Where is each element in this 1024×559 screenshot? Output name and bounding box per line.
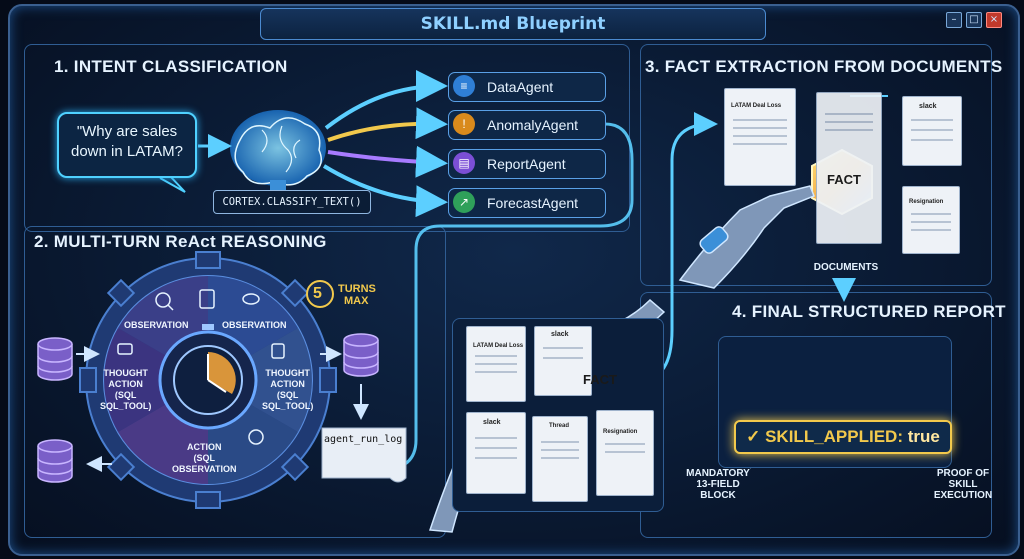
agent-label: DataAgent — [487, 79, 554, 95]
agent-run-log-label: agent_run_log — [324, 434, 403, 445]
minimize-button[interactable]: – — [946, 12, 962, 28]
react-panel — [24, 226, 446, 538]
documents-label: DOCUMENTS — [813, 262, 879, 273]
fact-label-bottom: FACT — [583, 372, 617, 387]
fact-title: 3. FACT EXTRACTION FROM DOCUMENTS — [645, 57, 1003, 76]
agent-label: ReportAgent — [487, 156, 566, 172]
doc-resignation-small: Resignation — [596, 410, 654, 496]
gear-bottom-label: ACTION(SQL OBSERVATION — [172, 442, 237, 474]
turns-number: 5 — [313, 285, 322, 302]
doc-slack: slack — [902, 96, 962, 166]
warning-icon: ! — [453, 113, 475, 135]
robot-arm-icon — [678, 185, 815, 289]
turns-badge — [306, 280, 334, 308]
note-icon — [271, 343, 285, 359]
database-icon — [37, 337, 73, 381]
agent-report[interactable]: ▤ ReportAgent — [448, 149, 606, 179]
agent-data[interactable]: ≡ DataAgent — [448, 72, 606, 102]
database-icon — [37, 439, 73, 483]
classify-function-label: CORTEX.CLASSIFY_TEXT() — [213, 190, 371, 214]
report-icon: ▤ — [453, 152, 475, 174]
window-title: SKILL.md Blueprint — [260, 8, 766, 40]
database-icon: ≡ — [453, 75, 475, 97]
eye-icon — [242, 293, 260, 305]
doc-deal-loss: LATAM Deal Loss — [724, 88, 796, 186]
skill-applied-badge: ✓ SKILL_APPLIED: true — [734, 420, 952, 454]
intent-title: 1. INTENT CLASSIFICATION — [54, 57, 288, 76]
doc-slack-small-2: slack — [466, 412, 526, 494]
doc-thread: Thread — [532, 416, 588, 502]
search-icon — [155, 292, 171, 308]
clock-icon — [248, 429, 264, 445]
user-question-bubble: "Why are sales down in LATAM? — [57, 112, 197, 178]
doc-deal-loss-small: LATAM Deal Loss — [466, 326, 526, 402]
agent-anomaly[interactable]: ! AnomalyAgent — [448, 110, 606, 140]
chart-up-icon: ↗ — [453, 191, 475, 213]
maximize-button[interactable]: □ — [966, 12, 982, 28]
gear-observation-right: OBSERVATION — [222, 320, 287, 330]
fact-panel — [640, 44, 992, 286]
agent-forecast[interactable]: ↗ ForecastAgent — [448, 188, 606, 218]
clipboard-icon — [199, 289, 215, 309]
react-title: 2. MULTI-TURN ReAct REASONING — [34, 232, 327, 251]
database-icon — [343, 333, 379, 377]
chat-icon — [117, 343, 133, 355]
report-title: 4. FINAL STRUCTURED REPORT — [732, 302, 1006, 321]
fact-label-top: FACT — [827, 172, 861, 187]
bubble-tail — [159, 175, 186, 193]
doc-slack-small: slack — [534, 326, 592, 396]
doc-resignation: Resignation — [902, 186, 960, 254]
log-scroll — [321, 427, 407, 483]
user-question: "Why are sales down in LATAM? — [71, 123, 183, 160]
close-button[interactable]: × — [986, 12, 1002, 28]
agent-label: ForecastAgent — [487, 195, 579, 211]
brain-icon — [230, 110, 326, 190]
agent-label: AnomalyAgent — [487, 117, 579, 133]
doc-middle — [816, 92, 882, 244]
gear-observation-left: OBSERVATION — [124, 320, 189, 330]
